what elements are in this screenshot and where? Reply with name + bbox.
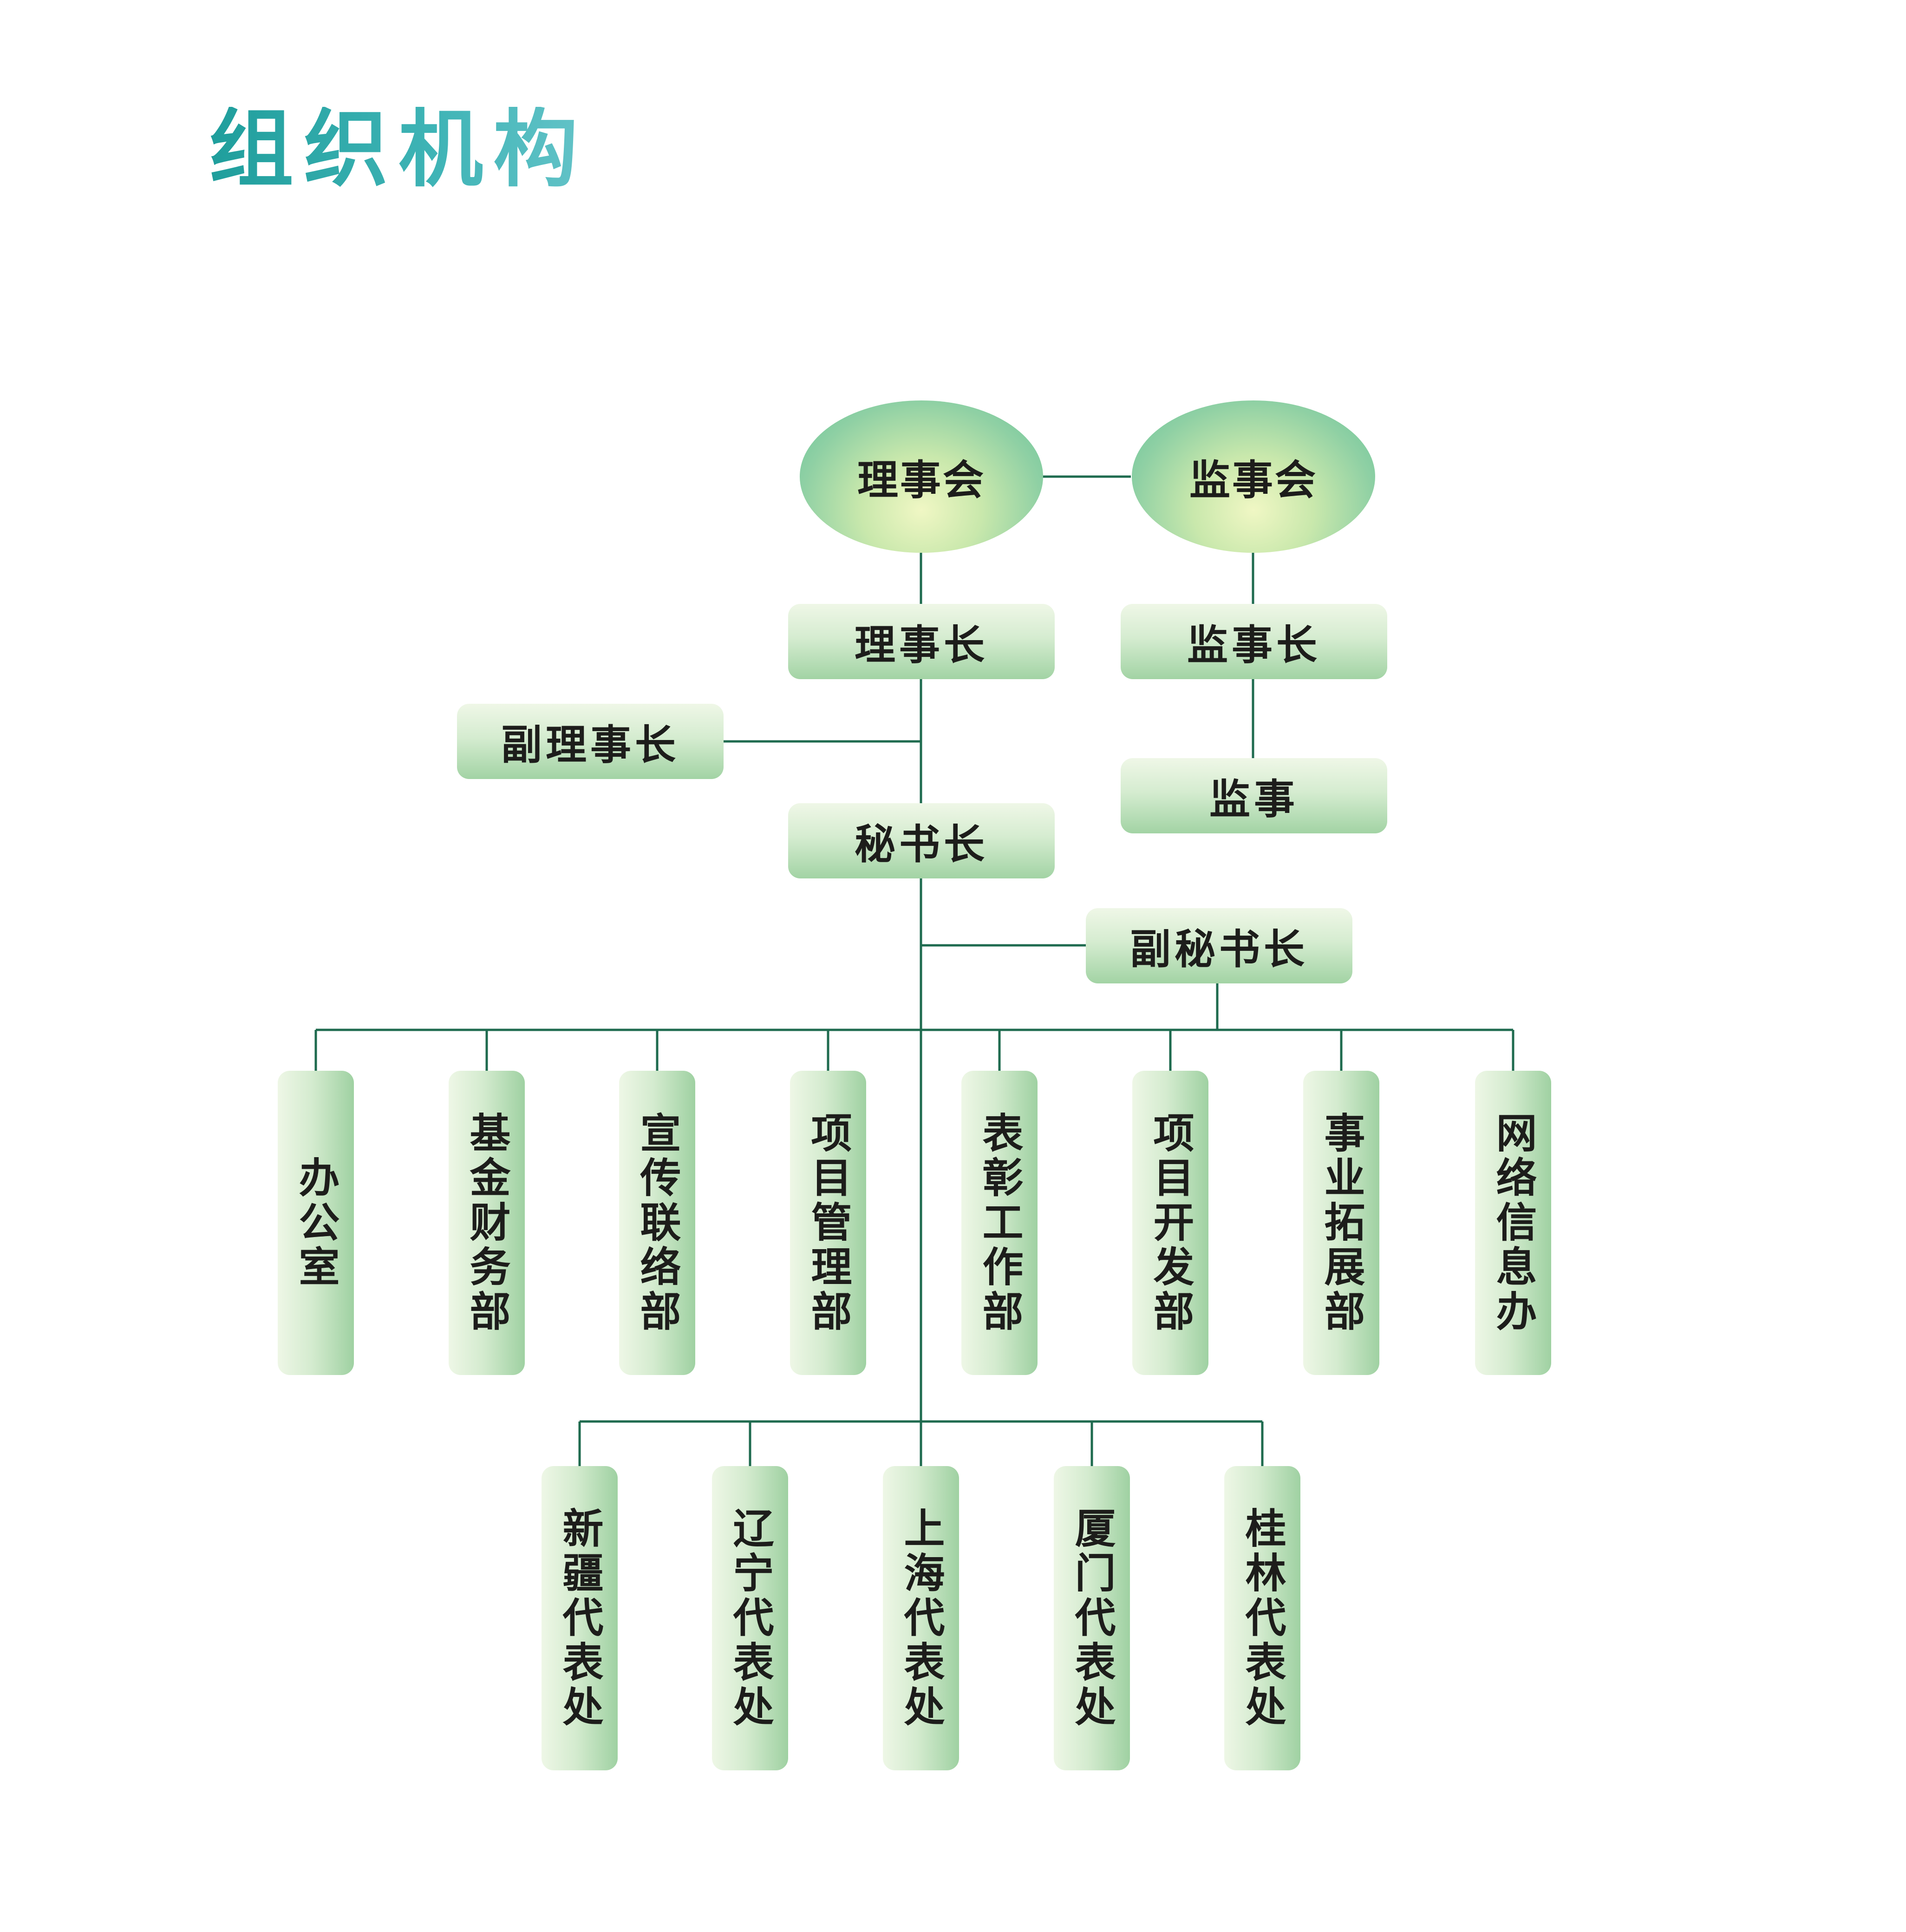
- node-office: 桂林代表处: [1224, 1466, 1300, 1770]
- node-chief-supervisor: 监事长: [1121, 604, 1387, 679]
- page-title: 组织机构: [209, 100, 588, 198]
- node-supervisory-board: 监事会: [1132, 400, 1375, 553]
- node-department: 网络信息办: [1475, 1071, 1551, 1375]
- node-department: 宣传联络部: [619, 1071, 695, 1375]
- node-vice-chairman: 副理事长: [457, 704, 724, 779]
- node-supervisor: 监事: [1121, 758, 1387, 833]
- node-office: 上海代表处: [883, 1466, 959, 1770]
- node-office: 厦门代表处: [1054, 1466, 1130, 1770]
- node-department: 办公室: [278, 1071, 354, 1375]
- node-office: 辽宁代表处: [712, 1466, 788, 1770]
- node-department: 基金财务部: [449, 1071, 525, 1375]
- node-secretary-general: 秘书长: [788, 803, 1055, 878]
- node-department: 表彰工作部: [961, 1071, 1038, 1375]
- node-board: 理事会: [800, 400, 1043, 553]
- node-chairman: 理事长: [788, 604, 1055, 679]
- node-department: 项目管理部: [790, 1071, 866, 1375]
- node-deputy-secretary-general: 副秘书长: [1086, 908, 1352, 983]
- node-department: 项目开发部: [1132, 1071, 1208, 1375]
- node-office: 新疆代表处: [542, 1466, 618, 1770]
- node-department: 事业拓展部: [1303, 1071, 1379, 1375]
